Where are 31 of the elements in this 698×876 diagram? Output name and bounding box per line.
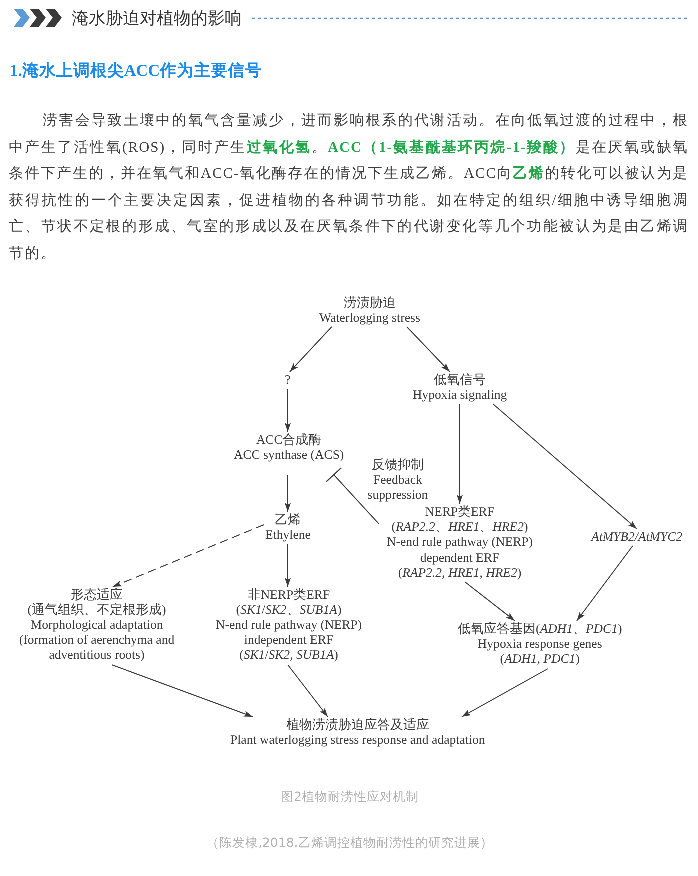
- arrow: [284, 388, 292, 432]
- arrow: [284, 544, 292, 588]
- step-label: 低氧应答基因(ADH1、PDC1) Hypoxia response genes (ADH1, PDC1): [456, 621, 624, 669]
- arrow: [112, 664, 254, 718]
- subheading: 1.淹水上调根尖ACC作为主要信号: [10, 60, 262, 82]
- step-label: 形态适应 (通气组织、不定根形成) Morphological adaptation (formation of aerenchyma and adventitious roots): [11, 586, 183, 665]
- arrow: [462, 668, 548, 718]
- dashed-arrow: [112, 524, 264, 588]
- source-citation: （陈发棣,2018.乙烯调控植物耐涝性的研究进展）: [206, 834, 494, 852]
- figure-caption: 图2植物耐涝性应对机制: [281, 788, 419, 806]
- edge-label: 反馈抑制 Feedback suppression: [366, 458, 430, 504]
- arrow: [406, 326, 450, 372]
- step-label: 非NERP类ERF (SK1/SK2、SUB1A) N-end rule pathway (NERP) independent ERF (SK1/SK2, SUB1A): [208, 586, 370, 665]
- step-label: 涝渍胁迫 Waterlogging stress: [318, 295, 422, 328]
- step-label: AtMYB2/AtMYC2: [590, 528, 685, 546]
- step-label: 植物涝渍胁迫应答及适应 Plant waterlogging stress response and adaptation: [228, 716, 488, 749]
- step-label: ?: [283, 372, 293, 389]
- inhibition-line: [326, 468, 380, 524]
- step-label: 乙烯 Ethylene: [264, 512, 313, 544]
- step-label: ACC合成酶 ACC synthase (ACS): [232, 432, 346, 476]
- step-label: 低氧信号 Hypoxia signaling: [411, 372, 510, 404]
- arrow: [464, 582, 516, 622]
- arrow: [290, 326, 332, 372]
- body-paragraph: 涝害会导致土壤中的氧气含量减少，进而影响根系的代谢活动。在向低氧过渡的过程中，根中产生了活性氧(ROS)，同时产生过氧化氢。ACC（1-氨基酰基环丙烷-1-羧酸）是在厌氧或缺氧条件下产生的，并在氧气和ACC-氧化酶存在的情况下生成乙烯。ACC向乙烯的转化可以被认为是获得抗性的一个主要决定因素，促进植物的各种调节功能。如在特定的组织/细胞中诱导细胞凋亡、节状不定根的形成、气室的形成以及在厌氧条件下的代谢变化等几个功能被认为是由乙烯调节的。: [9, 112, 689, 264]
- step-label: NERP类ERF (RAP2.2、HRE1、HRE2) N-end rule pathway (NERP) dependent ERF (RAP2.2, HRE1, HRE2): [379, 504, 541, 582]
- arrow: [288, 664, 328, 718]
- arrow: [576, 546, 634, 622]
- arrow: [456, 404, 464, 504]
- arrow: [284, 474, 292, 512]
- arrow: [492, 404, 638, 530]
- section-title: 淹水胁迫对植物的影响: [72, 8, 242, 30]
